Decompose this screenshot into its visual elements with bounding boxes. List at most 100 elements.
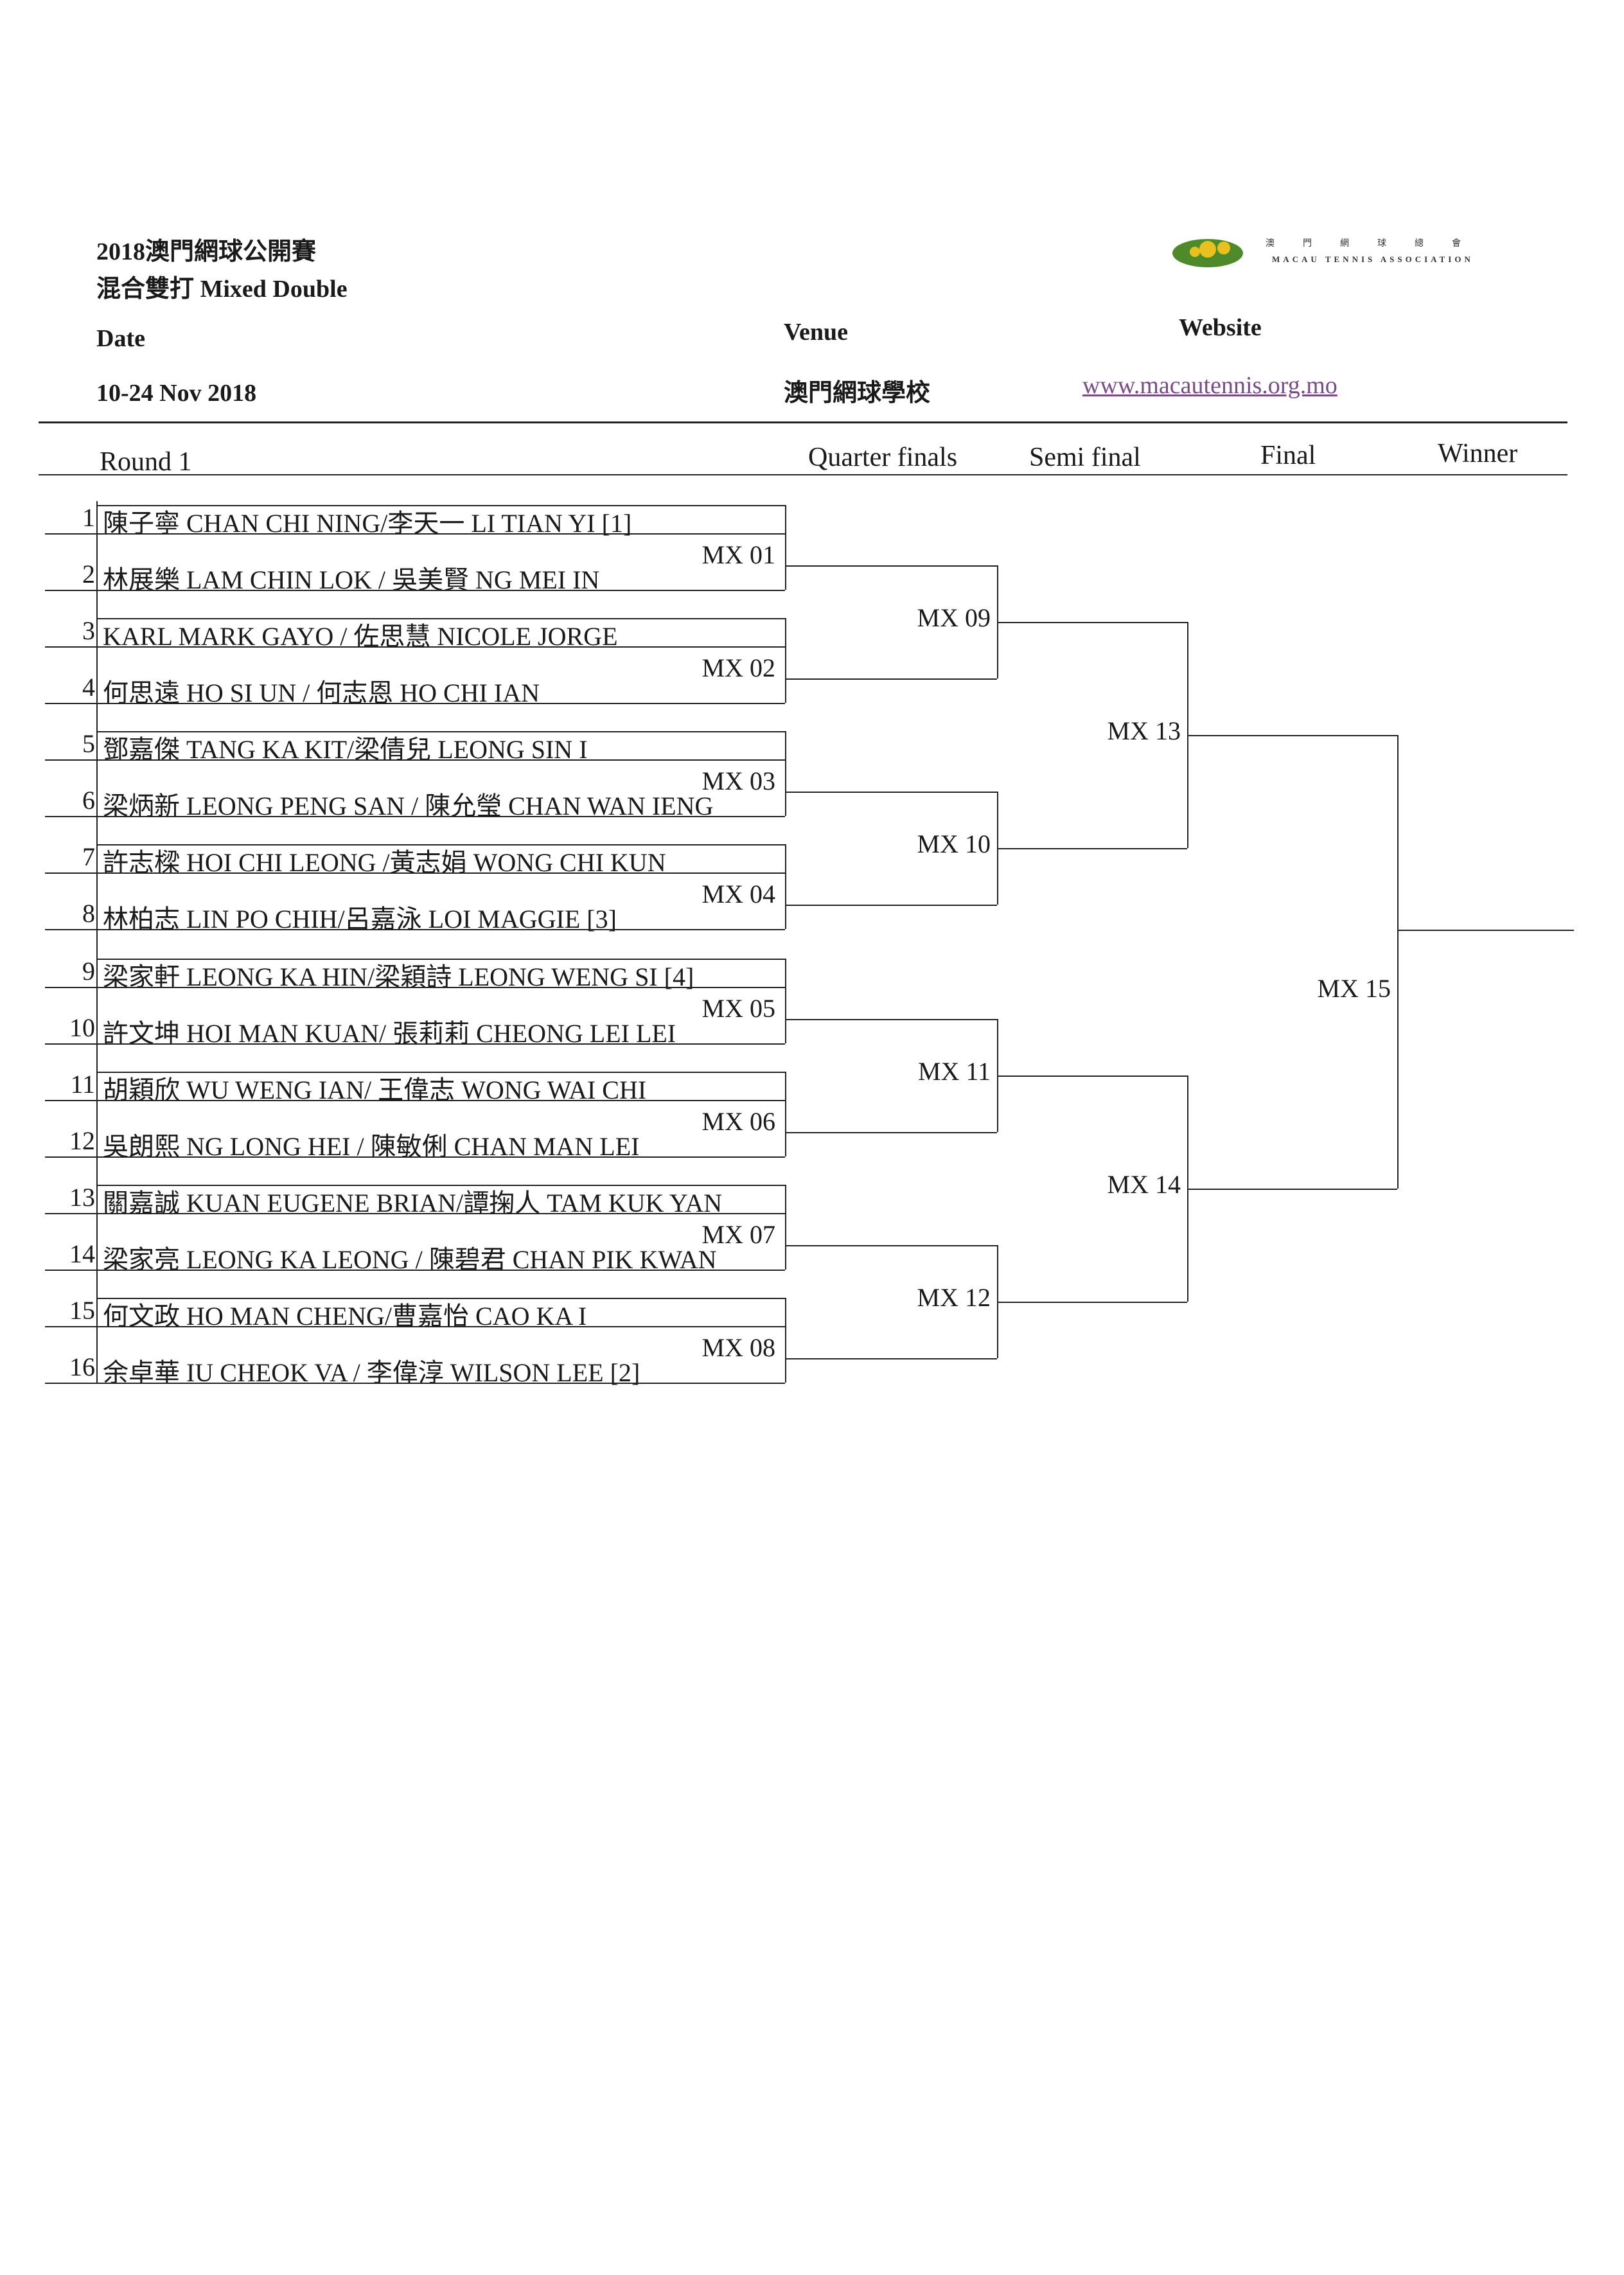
quarter-finals-header: Quarter finals (808, 443, 958, 472)
entry-seed-number: 16 (69, 1352, 95, 1381)
website-label: Website (1179, 314, 1262, 341)
entry-seed-number: 10 (69, 1013, 95, 1042)
match-label: MX 07 (702, 1220, 775, 1249)
r1-connector (785, 844, 786, 929)
association-logo: 澳門網球總會 MACAU TENNIS ASSOCIATION (1169, 231, 1516, 270)
round-1-header: Round 1 (100, 447, 192, 477)
r1-connector (785, 505, 786, 590)
match-label: MX 02 (702, 653, 775, 682)
bracket-left-bar (96, 501, 98, 1383)
entry-seed-number: 2 (82, 560, 95, 589)
match-label: MX 04 (702, 880, 775, 908)
winner-header: Winner (1438, 439, 1518, 468)
match-label: MX 06 (702, 1107, 775, 1136)
r1-connector (785, 618, 786, 703)
website-link[interactable]: www.macautennis.org.mo (1082, 372, 1337, 399)
sf-out-line (1187, 735, 1397, 736)
venue-value: 澳門網球學校 (784, 380, 931, 407)
r1-connector (785, 1298, 786, 1383)
match-label: MX 11 (918, 1057, 991, 1086)
r1-out-line (785, 1132, 997, 1133)
entry-seed-number: 11 (70, 1070, 95, 1099)
entry-name: 余卓華 IU CHEOK VA / 李偉淳 WILSON LEE [2] (103, 1358, 640, 1387)
venue-label: Venue (784, 319, 848, 346)
r1-out-line (785, 1245, 997, 1246)
r1-connector (785, 1072, 786, 1156)
title-line-1: 2018澳門網球公開賽 (96, 238, 317, 265)
match-label: MX 14 (1107, 1170, 1181, 1199)
entry-name: 許志樑 HOI CHI LEONG /黃志娟 WONG CHI KUN (103, 848, 666, 877)
r1-connector (785, 959, 786, 1043)
r1-out-line (785, 565, 997, 567)
entry-name: 鄧嘉傑 TANG KA KIT/梁倩兒 LEONG SIN I (103, 735, 588, 764)
entry-line (45, 533, 785, 535)
winner-line (1397, 930, 1574, 931)
r1-connector (785, 731, 786, 816)
entry-seed-number: 4 (82, 673, 95, 702)
entry-line (45, 929, 785, 930)
r1-out-line (785, 1019, 997, 1020)
title-line-2: 混合雙打 Mixed Double (96, 276, 348, 303)
entry-name: 關嘉誠 KUAN EUGENE BRIAN/譚掬人 TAM KUK YAN (103, 1189, 723, 1217)
r1-open-line (96, 959, 785, 960)
qf-out-line (997, 848, 1187, 849)
entry-seed-number: 1 (82, 503, 95, 532)
entry-line (45, 1156, 785, 1158)
entry-name: 梁家亮 LEONG KA LEONG / 陳碧君 CHAN PIK KWAN (103, 1245, 717, 1274)
entry-line (45, 590, 785, 591)
entry-name: 陳子寧 CHAN CHI NING/李天一 LI TIAN YI [1] (103, 509, 632, 538)
entry-line (45, 872, 785, 874)
entry-seed-number: 14 (69, 1239, 95, 1268)
match-label: MX 03 (702, 766, 775, 795)
r1-out-line (785, 905, 997, 906)
logo-chinese-name: 澳門網球總會 (1266, 239, 1489, 249)
entry-line (45, 1383, 785, 1384)
r1-out-line (785, 678, 997, 680)
entry-name: 胡穎欣 WU WENG IAN/ 王偉志 WONG WAI CHI (103, 1076, 647, 1104)
r1-open-line (96, 618, 785, 619)
logo-english-name: MACAU TENNIS ASSOCIATION (1272, 254, 1474, 264)
match-label: MX 10 (917, 829, 991, 858)
entry-line (45, 1326, 785, 1327)
entry-name: KARL MARK GAYO / 佐思慧 NICOLE JORGE (103, 622, 618, 651)
round-header-underline (39, 474, 1567, 475)
entry-seed-number: 8 (82, 899, 95, 928)
entry-name: 梁家軒 LEONG KA HIN/梁穎詩 LEONG WENG SI [4] (103, 962, 694, 991)
r1-out-line (785, 792, 997, 793)
match-label: MX 15 (1317, 974, 1391, 1003)
semi-final-header: Semi final (1029, 443, 1141, 472)
entry-name: 吳朗熙 NG LONG HEI / 陳敏俐 CHAN MAN LEI (103, 1132, 640, 1161)
entry-seed-number: 6 (82, 786, 95, 815)
r1-open-line (96, 505, 785, 506)
final-connector (1397, 735, 1399, 1189)
entry-seed-number: 12 (69, 1126, 95, 1155)
entry-line (45, 816, 785, 817)
match-label: MX 01 (702, 540, 775, 569)
entry-line (45, 1270, 785, 1271)
date-label: Date (96, 325, 145, 352)
r1-open-line (96, 731, 785, 732)
logo-emblem-icon (1172, 239, 1243, 267)
match-label: MX 13 (1107, 716, 1181, 745)
match-label: MX 12 (917, 1283, 991, 1312)
entry-seed-number: 5 (82, 729, 95, 758)
r1-open-line (96, 1298, 785, 1299)
entry-seed-number: 7 (82, 842, 95, 871)
match-label: MX 05 (702, 994, 775, 1023)
r1-open-line (96, 844, 785, 845)
entry-seed-number: 9 (82, 957, 95, 986)
entry-line (45, 646, 785, 648)
r1-open-line (96, 1185, 785, 1186)
entry-name: 梁炳新 LEONG PENG SAN / 陳允瑩 CHAN WAN IENG (103, 792, 714, 820)
entry-line (45, 987, 785, 988)
entry-line (45, 1213, 785, 1214)
entry-seed-number: 13 (69, 1183, 95, 1212)
r1-open-line (96, 1072, 785, 1073)
entry-line (45, 759, 785, 761)
date-value: 10-24 Nov 2018 (96, 380, 257, 407)
entry-seed-number: 3 (82, 616, 95, 645)
qf-out-line (997, 1076, 1187, 1077)
entry-line (45, 703, 785, 704)
r1-connector (785, 1185, 786, 1270)
final-header: Final (1260, 441, 1316, 470)
